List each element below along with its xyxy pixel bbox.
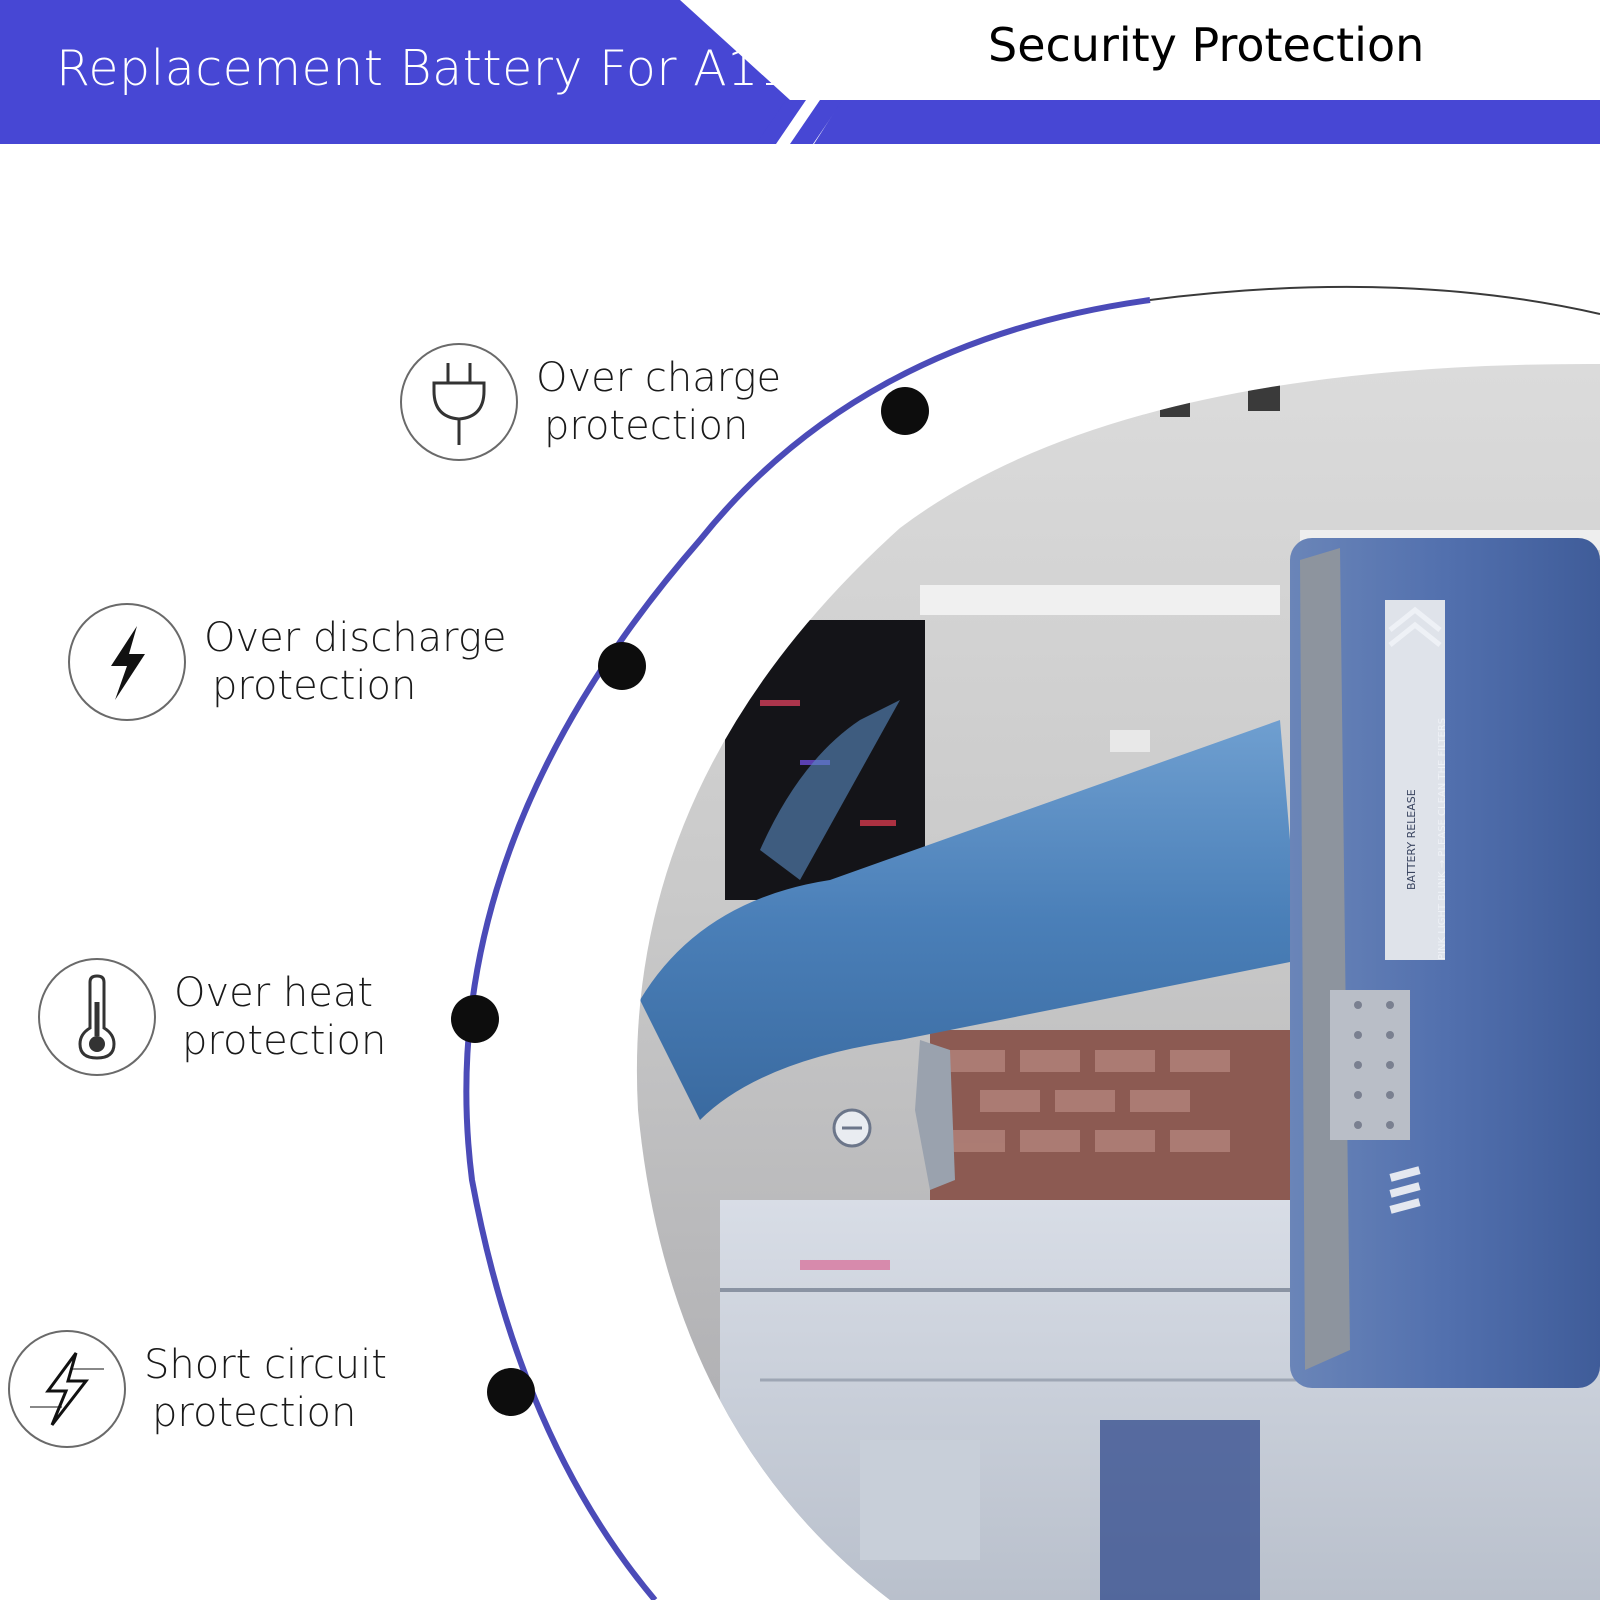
header-stripe-1 bbox=[756, 100, 806, 144]
arc-dot-3 bbox=[451, 995, 499, 1043]
feature-over-charge: Over charge protection bbox=[400, 343, 781, 461]
feature-label-line1: Over charge bbox=[536, 355, 782, 401]
feature-label-line1: Short circuit bbox=[144, 1342, 387, 1388]
feature-short-circuit: Short circuit protection bbox=[8, 1330, 387, 1448]
feature-label-line2: protection bbox=[212, 663, 417, 709]
header-stripe-2 bbox=[790, 100, 843, 144]
feature-over-heat: Over heat protection bbox=[38, 958, 386, 1076]
arc-dot-4 bbox=[487, 1368, 535, 1416]
thermometer-icon bbox=[38, 958, 156, 1076]
header-title: Replacement Battery For A11 bbox=[56, 40, 791, 97]
header-tab bbox=[0, 0, 790, 144]
header-band bbox=[0, 0, 1600, 144]
header-rule bbox=[814, 100, 1600, 144]
battery-label-line1: BATTERY RELEASE bbox=[1405, 789, 1418, 890]
feature-over-discharge: Over discharge protection bbox=[68, 603, 506, 721]
arc-dot-2 bbox=[598, 642, 646, 690]
feature-label-line2: protection bbox=[152, 1390, 357, 1436]
product-photo: BATTERY RELEASE PINK LIGHT BLINK → PLEAS… bbox=[636, 363, 1600, 1600]
plug-icon bbox=[400, 343, 518, 461]
arc-thin bbox=[1149, 285, 1600, 315]
feature-label-line1: Over discharge bbox=[204, 615, 507, 661]
arc-dot-1 bbox=[881, 387, 929, 435]
feature-label-line2: protection bbox=[544, 403, 749, 449]
battery-label-line2: PINK LIGHT BLINK → PLEASE CLEAN THE FILT… bbox=[1437, 718, 1448, 960]
lightning-bolt-icon bbox=[68, 603, 186, 721]
feature-label-line1: Over heat bbox=[174, 970, 374, 1016]
short-circuit-icon bbox=[8, 1330, 126, 1448]
header-subtitle: Security Protection bbox=[988, 18, 1425, 72]
feature-label-line2: protection bbox=[182, 1018, 387, 1064]
